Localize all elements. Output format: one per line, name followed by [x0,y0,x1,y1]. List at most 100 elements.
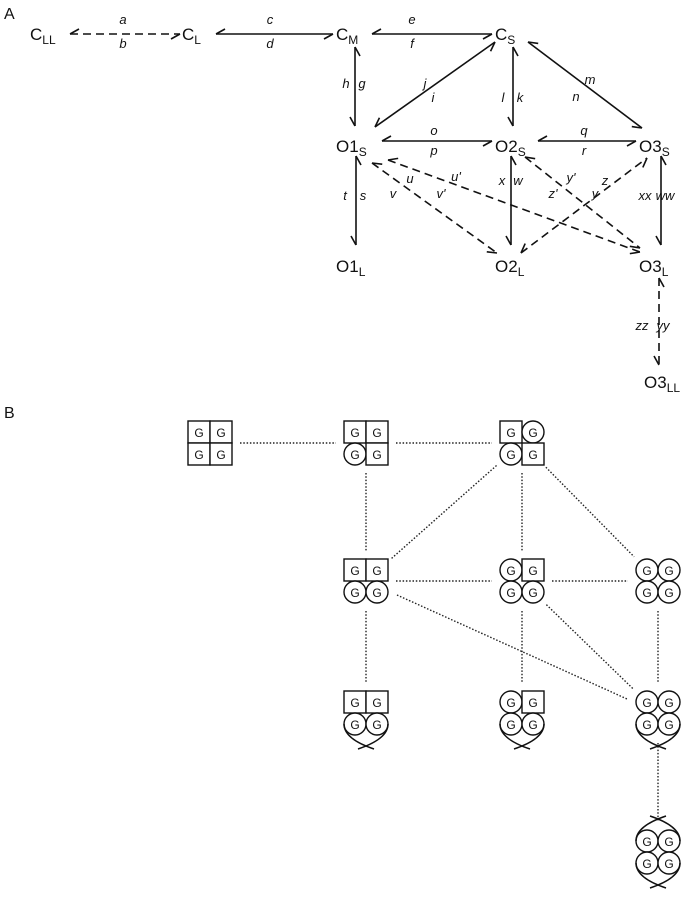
state-node-o3l: O3L [639,257,669,279]
crosslink-strand [649,815,681,842]
subunit-glyph: G [506,586,515,600]
rate-constant-label: r [582,143,587,158]
subunit-glyph: G [350,448,359,462]
state-node-o2s: O2S [495,137,526,159]
rate-constant-label: u' [451,169,461,184]
state-node-base: C [182,25,194,44]
transition-cs-o3s: mn [527,41,643,129]
crosslink-strand [635,815,667,842]
transition-link-r1c3-r2c4 [545,466,635,558]
rate-constant-label: g [358,76,366,91]
transition-cll-cl: ab [69,12,181,51]
rate-constant-label: l [502,90,506,105]
rate-constant-label: e [408,12,415,27]
subunit-glyph: G [372,696,381,710]
subunit-glyph: G [372,564,381,578]
state-node-base: O2 [495,137,518,156]
state-node-o3ll: O3LL [644,373,680,395]
subunit-glyph: G [194,426,203,440]
panel-a-label: A [4,6,15,23]
rate-constant-label: yy [656,318,672,333]
rate-constant-label: t [343,188,348,203]
subunit-glyph: G [372,426,381,440]
state-node-o3s: O3S [639,137,670,159]
subunit-glyph: G [528,448,537,462]
subunit-glyph: G [642,586,651,600]
crosslink-strand [499,723,531,750]
rate-constant-label: y [591,186,600,201]
subunit-glyph: G [642,857,651,871]
subunit-glyph: G [350,564,359,578]
subunit-glyph: G [350,718,359,732]
rate-constant-label: x [498,173,506,188]
transition-cl-cm: cd [215,12,334,51]
subunit-glyph: G [528,564,537,578]
state-node-subscript: M [348,33,358,47]
subunit-glyph: G [350,586,359,600]
panel-b-label: B [4,405,15,422]
state-node-subscript: L [359,265,366,279]
subunit-glyph: G [642,718,651,732]
subunit-glyph: G [642,564,651,578]
subunit-glyph: G [506,426,515,440]
subunit-glyph: G [194,448,203,462]
transition-o2s-o3l: y'y [524,156,641,249]
state-node-base: C [336,25,348,44]
rate-constant-label: o [430,123,437,138]
state-node-cll: CLL [30,25,56,47]
activated-subunit-circle [657,580,681,604]
subunit-glyph: G [664,564,673,578]
subunit-glyph: G [664,857,673,871]
rate-constant-label: f [410,36,415,51]
transition-cm-cs: ef [371,12,493,51]
rate-constant-label: q [580,123,588,138]
rate-constant-label: c [267,12,274,27]
subunit-glyph: G [372,718,381,732]
transition-link-r1c3-r2c2 [391,465,497,559]
state-node-subscript: L [662,265,669,279]
state-node-o2l: O2L [495,257,525,279]
activated-subunit-circle [365,580,389,604]
transition-o2l-o3s: zz' [520,157,648,254]
transition-o2s-o3s: qr [537,123,637,158]
transition-o1s-o2l: uv [371,162,498,254]
subunit-glyph: G [664,835,673,849]
rate-constant-label: d [266,36,274,51]
rate-constant-label: u [406,171,413,186]
closed-subunit-square [365,442,389,466]
subunit-glyph: G [506,564,515,578]
crosslink-strand [635,723,667,750]
state-node-base: C [30,25,42,44]
state-node-subscript: S [518,145,526,159]
rate-constant-label: z [601,173,609,188]
subunit-glyph: G [642,835,651,849]
crosslink-strand [649,862,681,889]
state-node-subscript: LL [42,33,56,47]
subunit-glyph: G [350,426,359,440]
subunit-glyph: G [506,448,515,462]
rate-constant-label: a [119,12,126,27]
closed-subunit-square [521,442,545,466]
state-node-base: O3 [644,373,667,392]
transition-o1s-o3l: u'v' [387,157,641,255]
subunit-glyph: G [216,426,225,440]
crosslink-strand [649,723,681,750]
rate-constant-label: w [513,173,524,188]
state-node-subscript: L [194,33,201,47]
closed-subunit-square [209,442,233,466]
state-node-o1l: O1L [336,257,366,279]
